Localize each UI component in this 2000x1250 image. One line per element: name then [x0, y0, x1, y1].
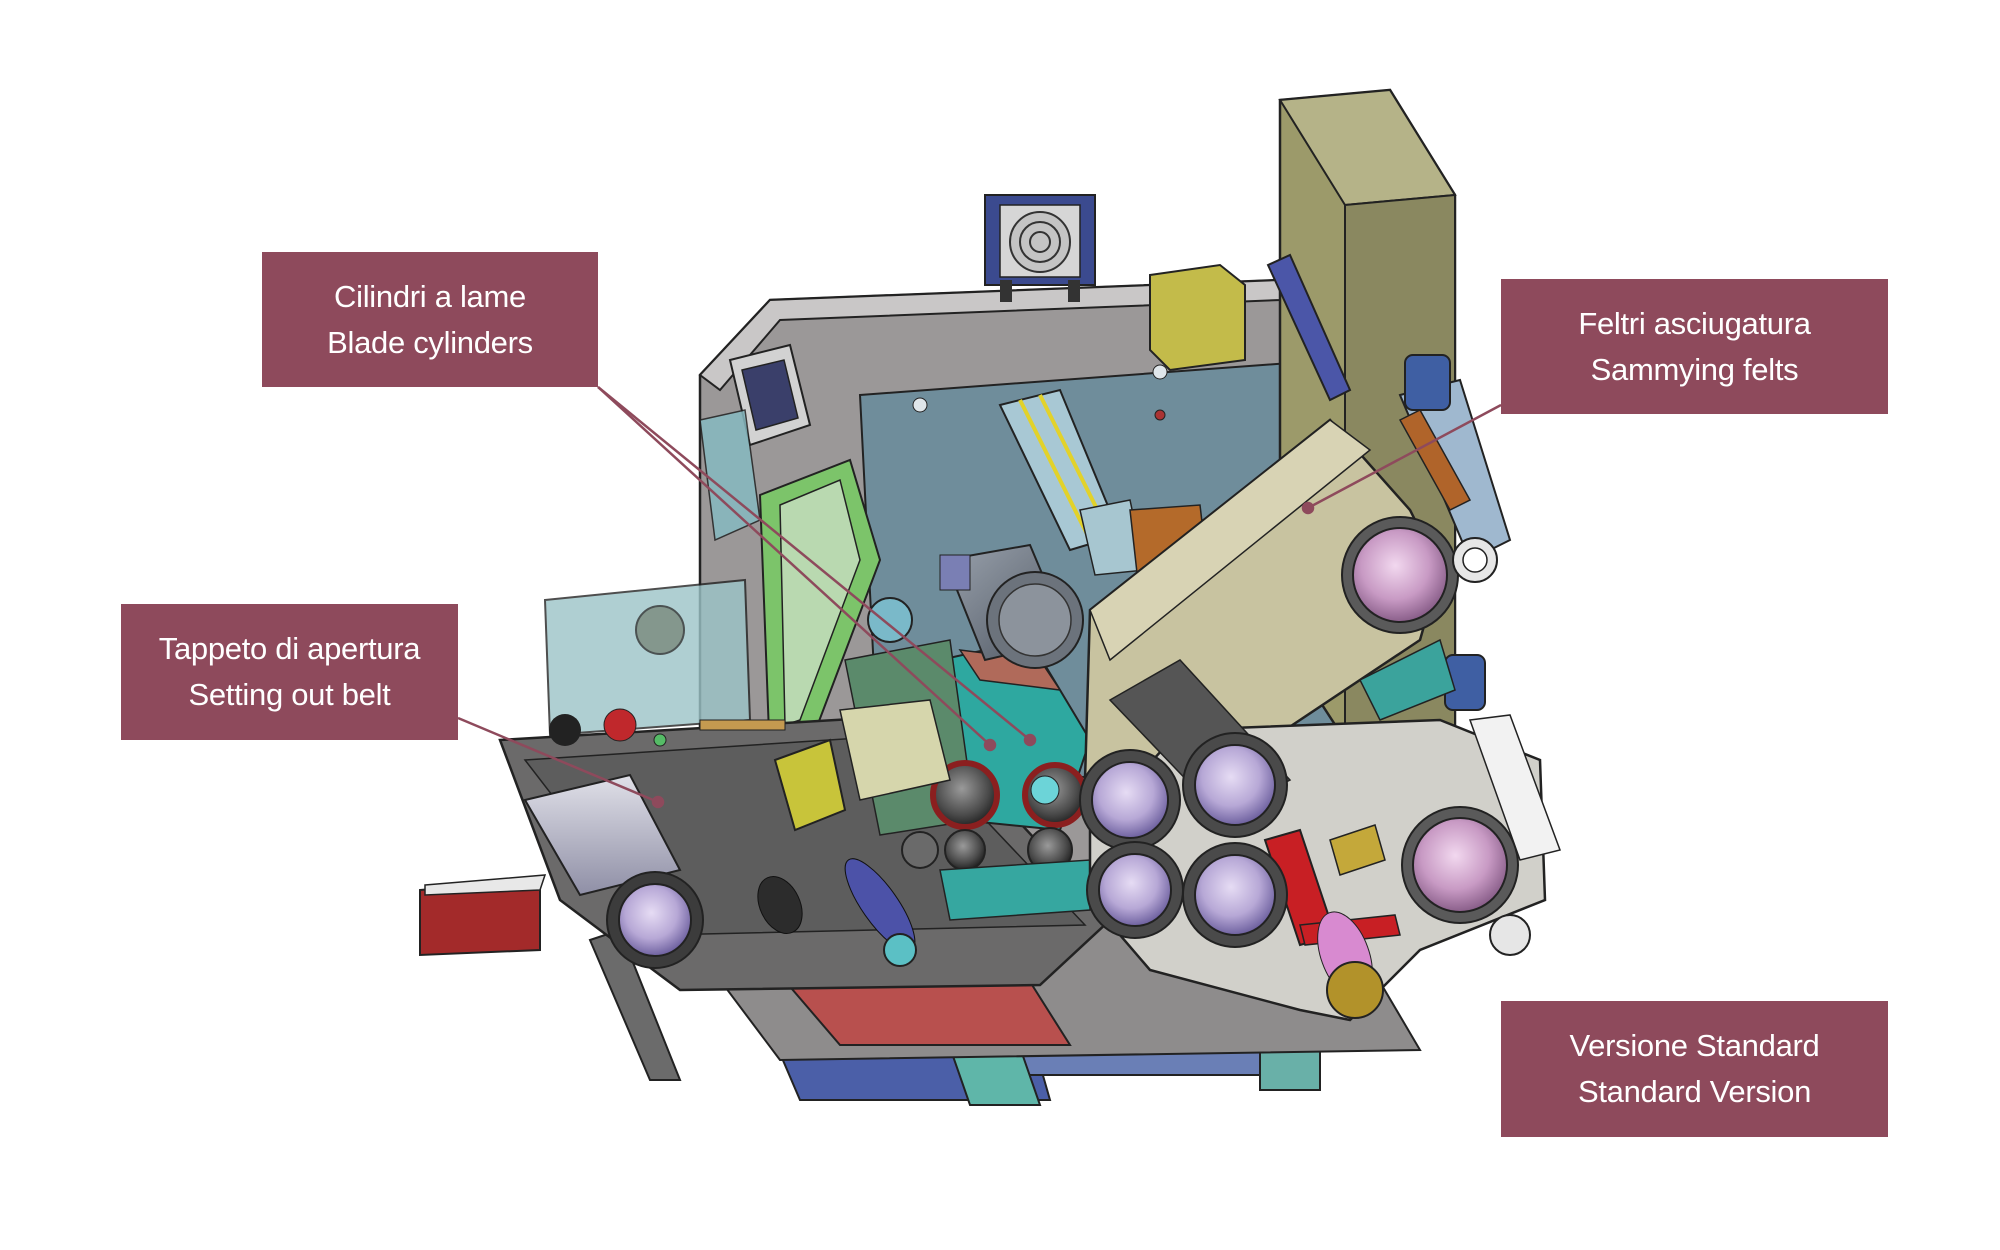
callout-blade-cylinders-italian: Cilindri a lame: [334, 278, 526, 314]
callout-blade-cylinders: Cilindri a lame Blade cylinders: [262, 252, 598, 387]
callout-blade-cylinders-english: Blade cylinders: [327, 324, 533, 360]
leader-blade-1: [597, 386, 991, 746]
callout-setting-out-belt-english: Setting out belt: [188, 677, 391, 712]
leader-felts: [1307, 403, 1502, 510]
callout-version: Versione Standard Standard Version: [1501, 1001, 1888, 1137]
callout-sammying-felts: Feltri asciugatura Sammying felts: [1501, 279, 1888, 414]
leader-belt: [457, 716, 659, 804]
callout-sammying-felts-english: Sammying felts: [1590, 351, 1799, 387]
felt-rollers: [1079, 659, 1292, 948]
callout-setting-out-belt: Tappeto di apertura Setting out belt: [121, 604, 458, 740]
upper-motor: [939, 543, 1084, 669]
logo-plate: [728, 343, 812, 447]
green-guard: [699, 409, 882, 762]
leader-blade-2: [597, 386, 1031, 741]
leader-lines: [457, 386, 1502, 809]
leader-blade-dot-1: [983, 738, 997, 752]
top-fan-unit: [984, 194, 1096, 302]
leader-blade-dot-2: [1023, 733, 1037, 747]
callout-version-italian: Versione Standard: [1569, 1028, 1820, 1063]
blade-cylinder-assembly: [839, 638, 1092, 921]
callout-sammying-felts-italian: Feltri asciugatura: [1578, 305, 1811, 341]
glass-panel: [543, 578, 752, 737]
lower-actuators: [1263, 824, 1401, 1019]
yellow-guide: [773, 738, 847, 832]
electrical-box: [1149, 263, 1246, 372]
callout-setting-out-belt-italian: Tappeto di apertura: [158, 631, 421, 666]
leader-felts-dot: [1301, 501, 1315, 515]
callout-version-english: Standard Version: [1577, 1074, 1812, 1109]
leader-belt-dot: [651, 795, 665, 809]
